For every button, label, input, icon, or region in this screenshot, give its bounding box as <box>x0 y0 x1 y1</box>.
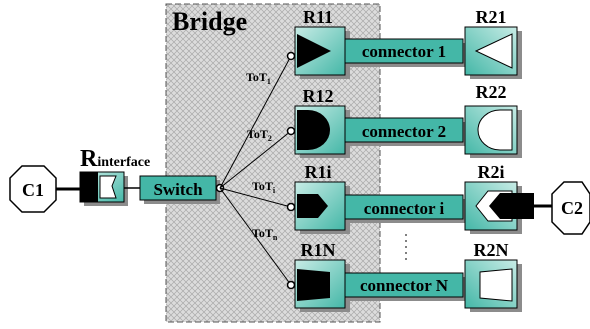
r12-label: R12 <box>303 86 334 106</box>
tot-label-i: ToTi <box>252 179 276 195</box>
r2i-plug-shape <box>489 193 534 219</box>
row-i: R1i connector i R2i <box>286 162 534 234</box>
r22-semicircle-shape <box>477 109 513 151</box>
c2-octagon <box>551 181 590 235</box>
r1i-label: R1i <box>305 162 332 182</box>
connector-1-box <box>344 38 464 64</box>
row-2: R12 connector 2 R22 <box>286 82 522 158</box>
r2i-label: R2i <box>478 162 505 182</box>
connector-n-box <box>344 272 464 298</box>
r22-label: R22 <box>476 82 507 102</box>
row-n: R1N connector N R2N <box>286 240 522 312</box>
tot-line-1 <box>219 55 292 189</box>
c2-label: C2 <box>561 198 583 218</box>
r21-triangle-shape <box>474 33 513 69</box>
switch-label: Switch <box>153 180 203 199</box>
connector-i-label: connector i <box>364 199 445 218</box>
c1-label: C1 <box>22 180 44 200</box>
r1n-label: R1N <box>301 240 336 260</box>
tot-line-2 <box>219 130 292 189</box>
r12-semicircle-shape <box>297 110 330 150</box>
connector-2-box <box>344 117 464 143</box>
tot-line-i <box>219 187 292 208</box>
interface-label: Rinterface <box>80 146 150 172</box>
tot-label-1: ToT1 <box>246 70 271 86</box>
tot-label-n: ToTn <box>252 226 278 242</box>
r2n-trapezoid-shape <box>479 268 513 302</box>
r1i-chevron-shape <box>297 194 328 218</box>
r21-label: R21 <box>476 7 507 27</box>
bridge-title: Bridge <box>172 7 247 36</box>
tot-label-2: ToT2 <box>247 127 272 143</box>
r11-triangle-shape <box>297 34 331 68</box>
connector-1-label: connector 1 <box>362 42 446 61</box>
row-1: R11 connector 1 R21 <box>286 7 522 79</box>
r11-label: R11 <box>303 7 333 27</box>
connector-n-label: connector N <box>360 276 449 295</box>
r2n-label: R2N <box>474 240 509 260</box>
connector-i-box <box>344 194 464 220</box>
connector-2-label: connector 2 <box>362 122 446 141</box>
tot-line-n <box>219 187 292 286</box>
c1-octagon <box>9 165 57 213</box>
r1n-trapezoid-shape <box>297 269 330 301</box>
